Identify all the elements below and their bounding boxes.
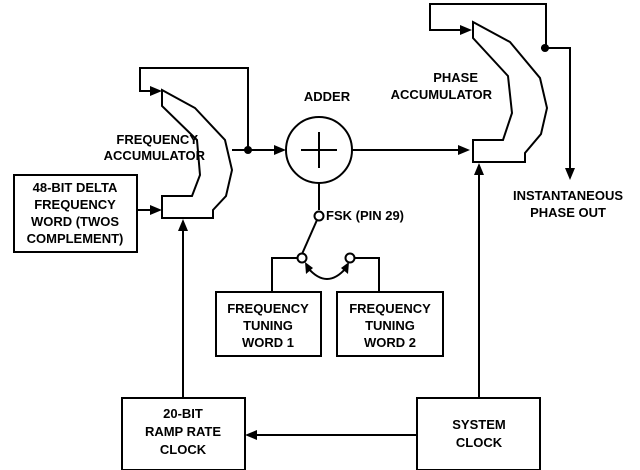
phase-out-label-line1: INSTANTANEOUS [513, 188, 623, 203]
ramp-rate-clock-box: 20-BIT RAMP RATE CLOCK [121, 397, 246, 470]
phase-accumulator [472, 20, 549, 163]
delta-frequency-word-box: 48-BIT DELTA FREQUENCY WORD (TWOS COMPLE… [13, 174, 138, 253]
phase-acc-label-line2: ACCUMULATOR [391, 87, 493, 102]
ftw1-line3: WORD 1 [242, 335, 294, 350]
ramp-clock-line2: RAMP RATE [145, 424, 221, 439]
adder [285, 116, 353, 184]
fsk-switch [271, 183, 380, 292]
ftw2-switch-node [344, 252, 356, 264]
delta-word-line1: 48-BIT DELTA [33, 180, 118, 195]
ftw2-line1: FREQUENCY [349, 301, 431, 316]
frequency-accumulator [161, 88, 234, 219]
phase-accumulator-feedback [429, 3, 547, 48]
phase-out-line [541, 44, 575, 180]
fsk-label: FSK (PIN 29) [326, 208, 404, 223]
delta-word-line3: WORD (TWOS [31, 214, 119, 229]
sys-clock-line2: CLOCK [456, 435, 503, 450]
phase-acc-label-line1: PHASE [433, 70, 478, 85]
delta-word-arrow [137, 205, 162, 215]
fsk-pin-node [313, 210, 325, 222]
sys-clock-line1: SYSTEM [452, 417, 505, 432]
ftw2-line3: WORD 2 [364, 335, 416, 350]
ramp-clock-line3: CLOCK [160, 442, 207, 457]
system-clock-box: SYSTEM CLOCK [416, 397, 541, 470]
freq-acc-label-line2: ACCUMULATOR [104, 148, 206, 163]
adder-label: ADDER [304, 89, 351, 104]
ftw2-line2: TUNING [365, 318, 415, 333]
sys-clock-to-ramp-clock-line [245, 430, 417, 440]
frequency-tuning-word-2-box: FREQUENCY TUNING WORD 2 [336, 291, 444, 357]
frequency-tuning-word-1-box: FREQUENCY TUNING WORD 1 [215, 291, 322, 357]
phase-out-label-line2: PHASE OUT [530, 205, 606, 220]
ftw1-switch-node [296, 252, 308, 264]
ramp-clock-line1: 20-BIT [163, 406, 203, 421]
junction-dot-phase [541, 44, 549, 52]
adder-to-phase-acc-line [352, 145, 470, 155]
ftw1-line2: TUNING [243, 318, 293, 333]
junction-dot-freq [244, 146, 252, 154]
delta-word-line4: COMPLEMENT) [27, 231, 124, 246]
frequency-accumulator-feedback [139, 67, 249, 150]
freq-acc-label-line1: FREQUENCY [116, 132, 198, 147]
freq-acc-to-adder-line [232, 145, 286, 155]
ftw1-line1: FREQUENCY [227, 301, 309, 316]
ramp-clock-to-freq-acc-line [178, 219, 188, 398]
delta-word-line2: FREQUENCY [34, 197, 116, 212]
sys-clock-to-phase-acc-line [474, 163, 484, 398]
